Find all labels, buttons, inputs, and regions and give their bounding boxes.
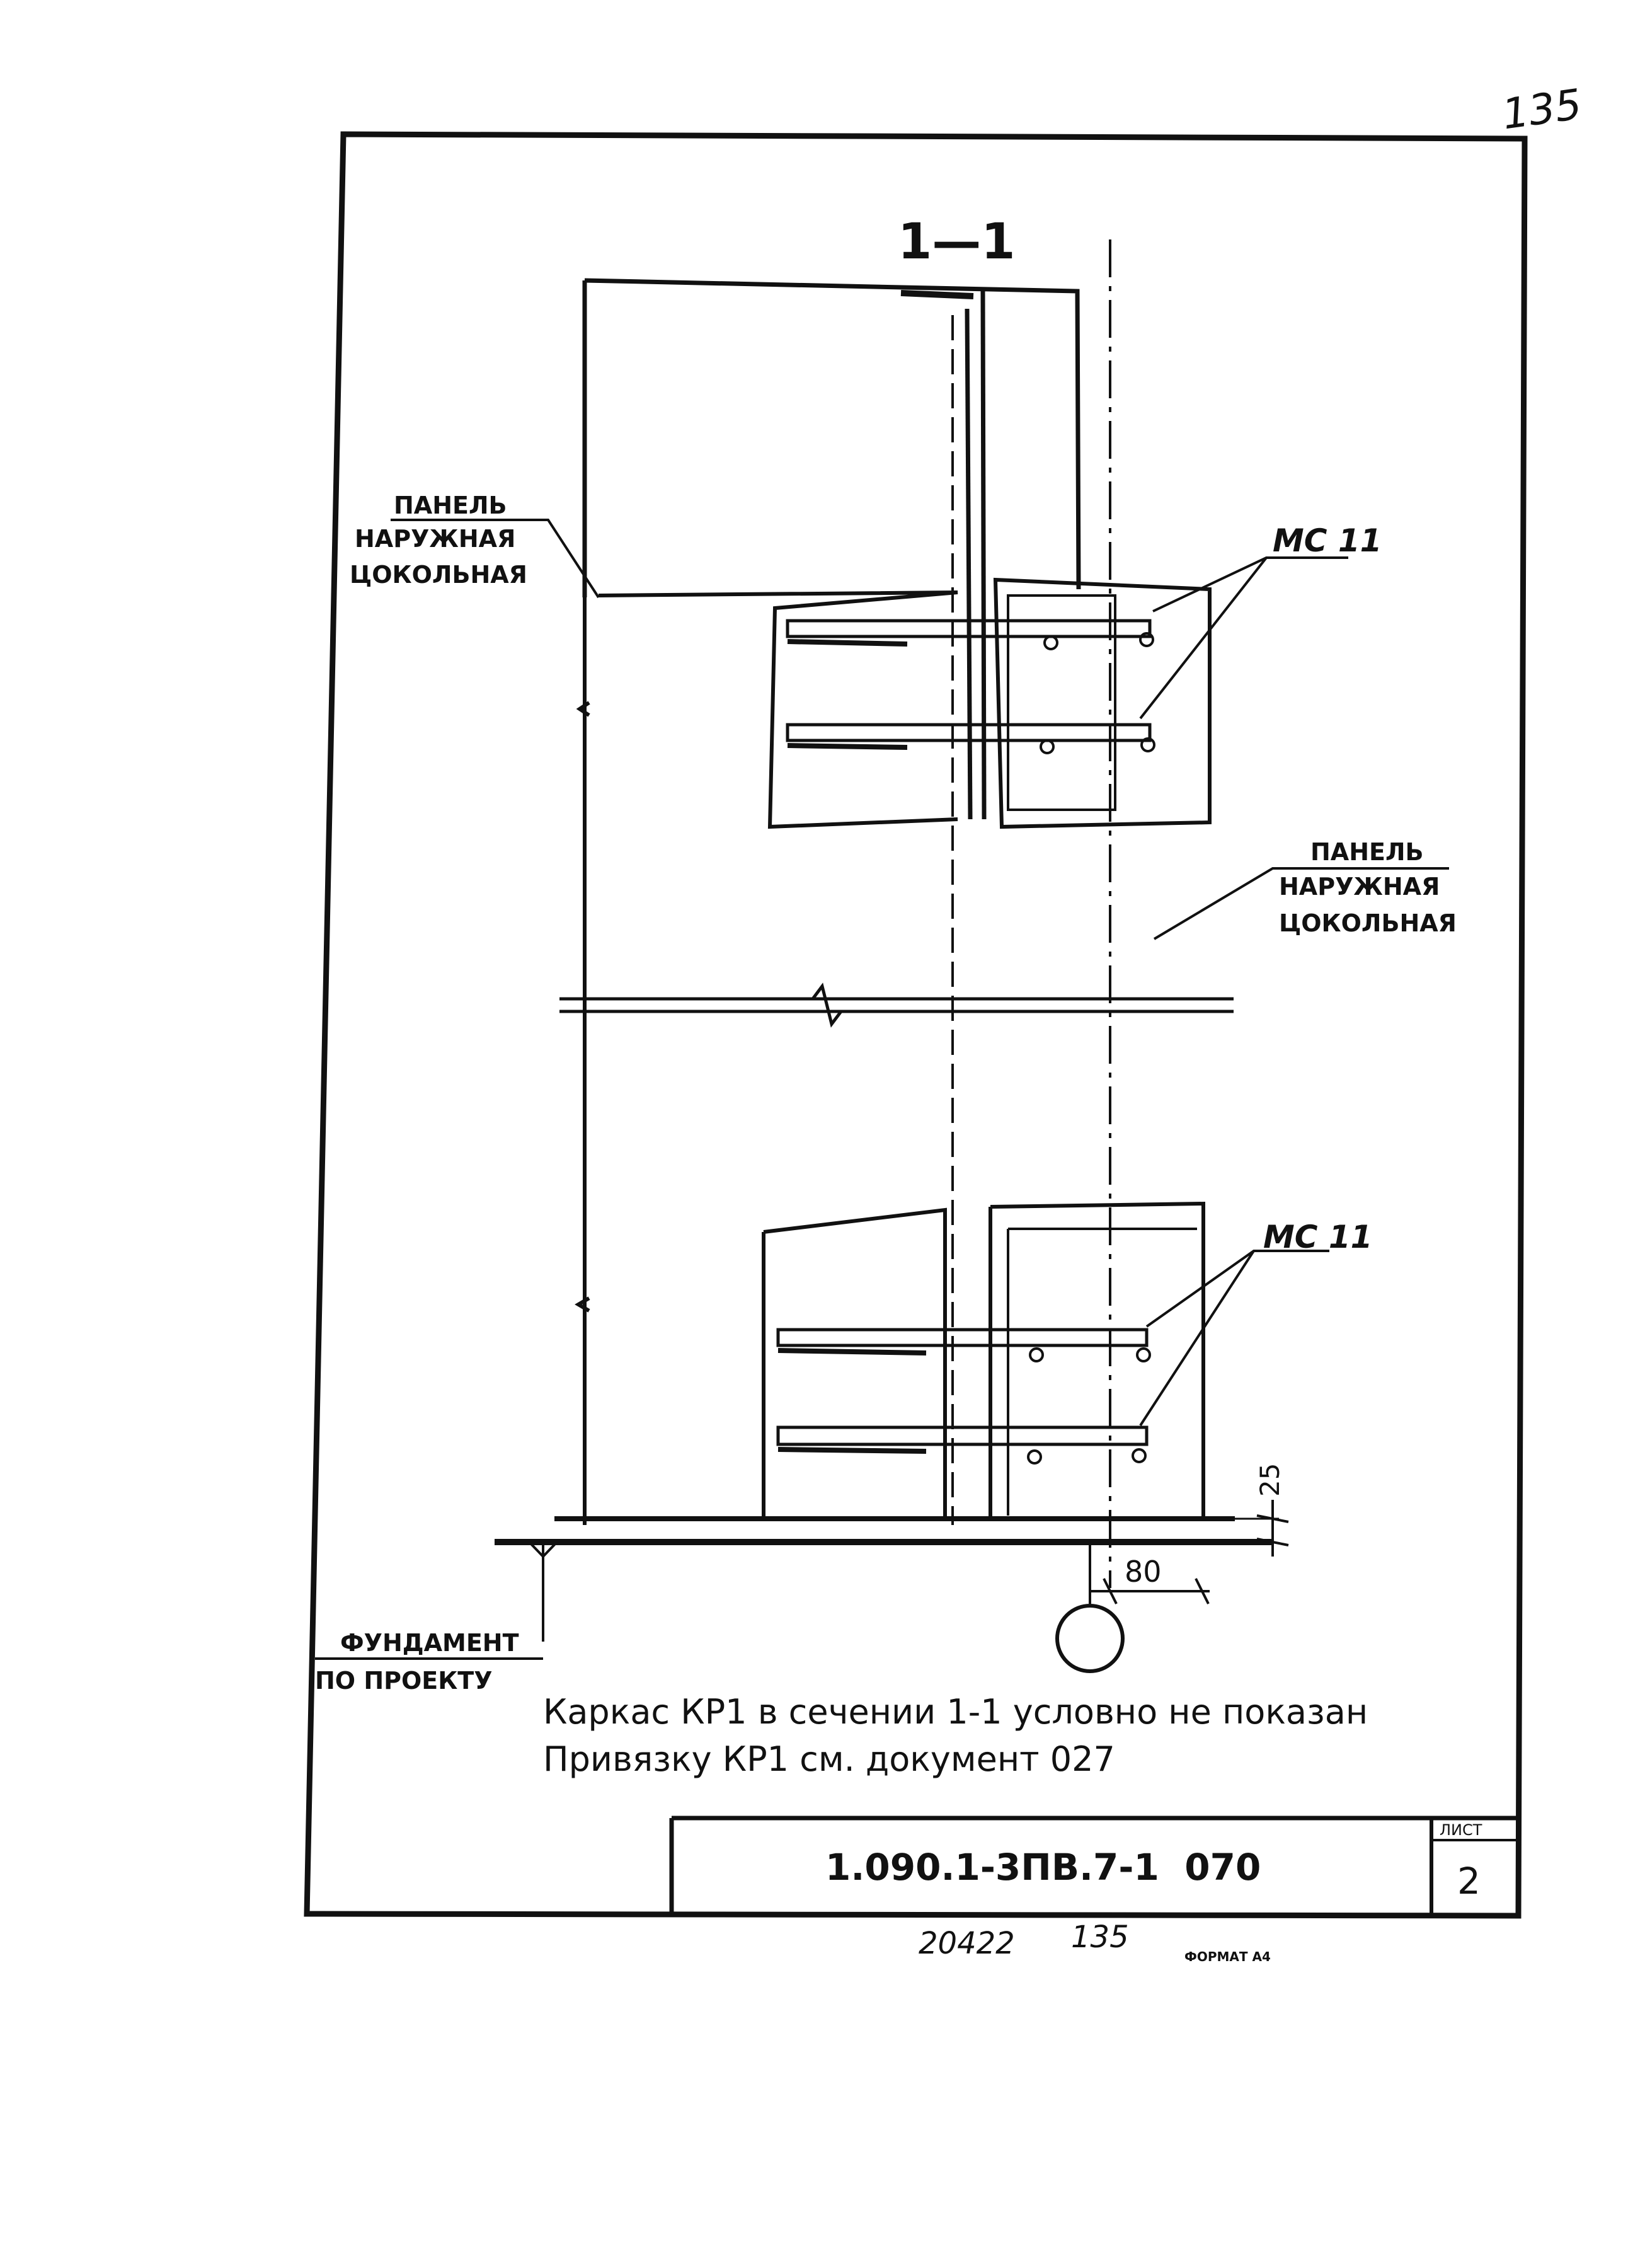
label-panel-upper: ПАНЕЛЬ НАРУЖНАЯ ЦОКОЛЬНАЯ [350, 492, 600, 599]
inventory-number: 20422 [919, 1926, 1015, 1961]
note-line-2: Привязку КР1 см. документ 027 [543, 1739, 1115, 1779]
break-line [559, 982, 1234, 1028]
lower-joint [554, 1201, 1279, 1521]
svg-text:ФУНДАМЕНТ: ФУНДАМЕНТ [340, 1629, 519, 1657]
svg-text:НАРУЖНАЯ: НАРУЖНАЯ [1279, 873, 1440, 901]
upper-joint [598, 577, 1212, 829]
svg-text:ПАНЕЛЬ: ПАНЕЛЬ [394, 492, 507, 519]
format-label: ФОРМАТ А4 [1184, 1949, 1271, 1964]
label-mc11-lower: МС 11 [1139, 1219, 1372, 1427]
column-circle [1055, 1604, 1125, 1673]
dimension-lines [1089, 1500, 1289, 1604]
sheet-frame [304, 131, 1528, 1919]
label-foundation: ФУНДАМЕНТ ПО ПРОЕКТУ [315, 1629, 543, 1695]
upper-panel [582, 278, 1081, 820]
svg-text:МС 11: МС 11 [1273, 522, 1382, 559]
sheet-label: ЛИСТ [1440, 1821, 1482, 1839]
svg-text:ПАНЕЛЬ: ПАНЕЛЬ [1310, 838, 1424, 866]
left-wall [575, 597, 590, 1525]
note-line-1: Каркас КР1 в сечении 1-1 условно не пока… [543, 1692, 1368, 1732]
svg-text:ПО ПРОЕКТУ: ПО ПРОЕКТУ [315, 1667, 493, 1695]
level-marker [528, 1541, 558, 1642]
document-designation: 1.090.1-3ПВ.7-1 070 [825, 1846, 1261, 1889]
footer-page-number: 135 [1071, 1920, 1129, 1955]
svg-text:ЦОКОЛЬНАЯ: ЦОКОЛЬНАЯ [350, 561, 527, 589]
label-panel-right: ПАНЕЛЬ НАРУЖНАЯ ЦОКОЛЬНАЯ [1153, 838, 1457, 940]
dimension-horizontal: 80 [1125, 1555, 1162, 1589]
corner-number: 135 [1499, 80, 1585, 139]
label-mc11-upper: МС 11 [1139, 522, 1382, 720]
section-title: 1—1 [898, 214, 1016, 270]
title-block [669, 1816, 1518, 1914]
svg-text:ЦОКОЛЬНАЯ: ЦОКОЛЬНАЯ [1279, 909, 1457, 937]
dimension-vertical: 25 [1254, 1463, 1285, 1497]
sheet-number: 2 [1457, 1860, 1481, 1902]
svg-text:МС 11: МС 11 [1263, 1219, 1372, 1255]
svg-text:НАРУЖНАЯ: НАРУЖНАЯ [355, 525, 515, 553]
